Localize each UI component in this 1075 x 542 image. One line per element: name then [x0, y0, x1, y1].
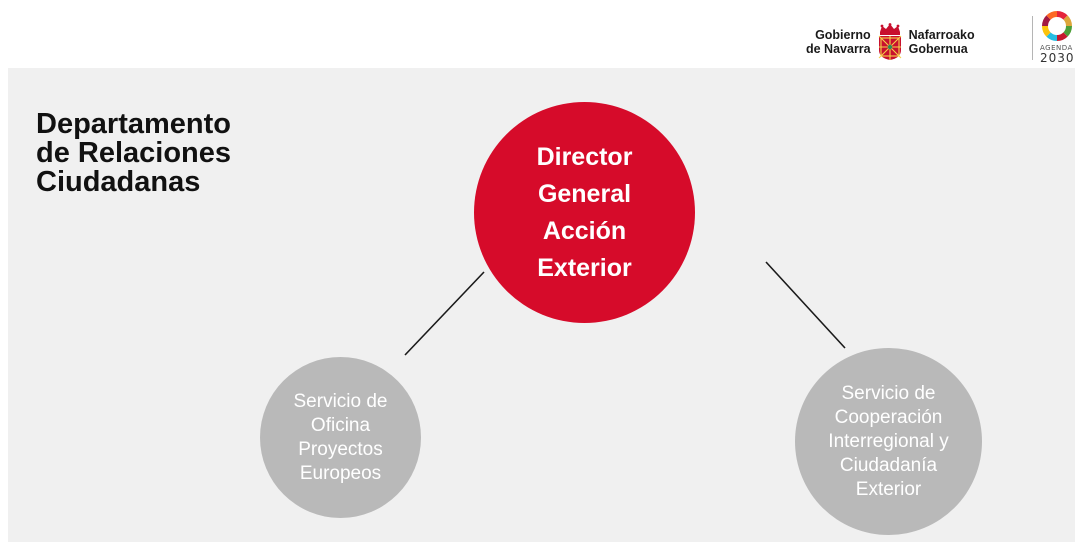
node-left-line-3: Proyectos	[298, 438, 383, 460]
node-main-line-3: Acción	[542, 216, 627, 245]
gov-left-line2: de Navarra	[806, 42, 871, 56]
gov-text-basque: Nafarroako Gobernua	[909, 28, 975, 56]
navarra-crest-icon	[878, 23, 902, 60]
node-main-line-2: General	[537, 179, 632, 208]
node-main-line-1: Director	[536, 142, 633, 171]
connector-right	[765, 261, 846, 349]
node-right-line-3: Interregional y	[828, 430, 949, 452]
gov-left-line1: Gobierno	[815, 28, 871, 42]
header-divider	[1032, 16, 1033, 60]
gov-text-spanish: Gobierno de Navarra	[806, 28, 871, 56]
node-right-line-5: Exterior	[855, 478, 922, 500]
gov-right-line2: Gobernua	[908, 42, 968, 56]
node-servicio-oficina-proyectos-europeos: Servicio de Oficina Proyectos Europeos	[260, 357, 421, 518]
title-line-3: Ciudadanas	[36, 166, 201, 198]
agenda-year: 2030	[1040, 51, 1075, 65]
node-right-line-2: Cooperación	[834, 406, 943, 428]
agenda-2030-wheel-icon	[1042, 11, 1072, 41]
node-left-line-2: Oficina	[310, 414, 371, 436]
header: Gobierno de Navarra Nafarroako Go	[0, 0, 1075, 68]
gobierno-de-navarra-logo: Gobierno de Navarra Nafarroako Go	[806, 20, 975, 64]
agenda-label: AGENDA	[1040, 44, 1073, 52]
connector-left	[404, 271, 485, 356]
node-right-line-1: Servicio de	[841, 382, 936, 404]
title-line-2: de Relaciones	[36, 137, 232, 169]
title-line-1: Departamento	[36, 108, 231, 140]
node-left-line-4: Europeos	[299, 462, 382, 484]
node-servicio-cooperacion-interregional: Servicio de Cooperación Interregional y …	[795, 348, 982, 535]
page-title: Departamento de Relaciones Ciudadanas	[36, 110, 316, 197]
node-right-line-4: Ciudadanía	[839, 454, 938, 476]
gov-right-line1: Nafarroako	[908, 28, 975, 42]
node-director-general: Director General Acción Exterior	[474, 102, 695, 323]
node-left-line-1: Servicio de	[293, 390, 388, 412]
node-main-line-4: Exterior	[537, 253, 632, 282]
